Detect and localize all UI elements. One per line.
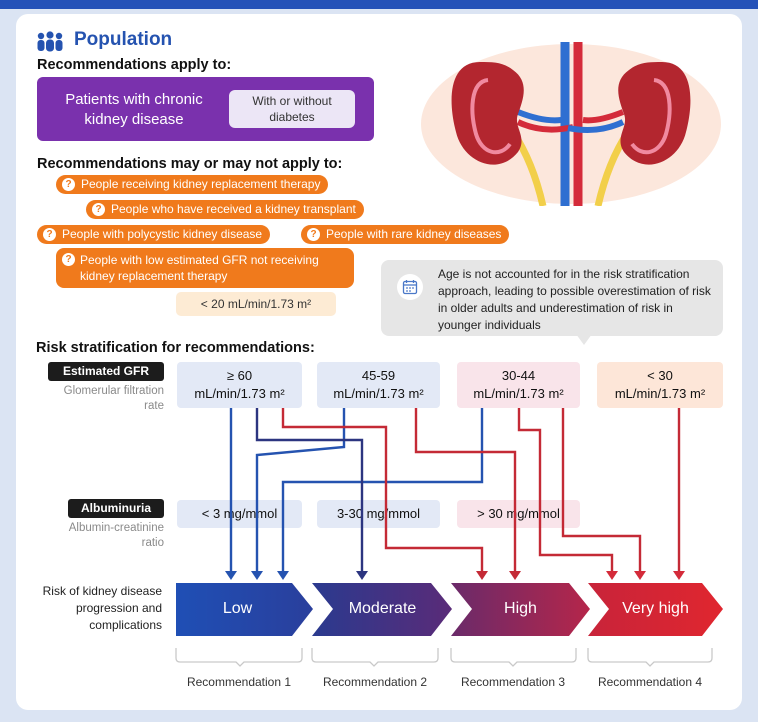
arrowhead — [251, 571, 263, 580]
low-gfr-text: People with low estimated GFR not receiv… — [80, 253, 319, 283]
may-apply-item-text: People with rare kidney diseases — [326, 227, 502, 241]
applies-main-text: Patients with chronic kidney disease — [65, 91, 203, 128]
diabetes-pill: With or without diabetes — [229, 90, 355, 128]
albuminuria-badge: Albuminuria — [68, 499, 164, 518]
chevron-high — [451, 583, 590, 636]
egfr-category: ≥ 60 mL/min/1.73 m² — [177, 362, 302, 408]
alb-category: < 3 mg/mmol — [177, 500, 302, 528]
connector-egfr30-low — [281, 408, 484, 572]
chevron-low — [176, 583, 313, 636]
risk-level-low: Low — [222, 600, 253, 617]
egfr-category-text: 30-44 mL/min/1.73 m² — [473, 368, 564, 401]
risk-heading: Risk stratification for recommendations: — [36, 340, 315, 356]
diabetes-pill-text: With or without diabetes — [252, 94, 332, 124]
connector-egfr30b-veryhigh — [561, 408, 642, 572]
egfr-category-text: 45-59 mL/min/1.73 m² — [333, 368, 424, 401]
may-apply-item-text: People receiving kidney replacement ther… — [81, 177, 321, 191]
bracket — [450, 648, 577, 667]
arrowhead — [634, 571, 646, 580]
may-apply-item: ? People who have received a kidney trans… — [86, 200, 364, 219]
age-note-box — [381, 260, 723, 336]
question-icon: ? — [62, 253, 75, 266]
risk-level-very-high: Very high — [622, 600, 689, 617]
chevron-moderate — [312, 583, 452, 636]
question-icon: ? — [43, 228, 56, 241]
bracket — [311, 648, 439, 667]
arrowhead — [277, 571, 289, 580]
may-apply-item: ? People with polycystic kidney disease — [37, 225, 271, 244]
may-apply-item-text: People with polycystic kidney disease — [62, 227, 263, 241]
egfr-category-text: < 30 mL/min/1.73 m² — [614, 368, 706, 401]
may-apply-item-text: People who have received a kidney transp… — [111, 202, 356, 216]
calendar-icon — [397, 274, 423, 300]
arrowhead — [356, 571, 368, 580]
recommendation-label: Recommendation 1 — [186, 675, 292, 689]
connector-egfr60-moderate — [255, 408, 364, 572]
applies-heading: Recommendations apply to: — [37, 57, 232, 73]
age-note-text: Age is not accounted for in the risk str… — [438, 267, 711, 332]
bracket — [175, 648, 303, 667]
people-icon — [37, 31, 63, 52]
alb-category: 3-30 mg/mmol — [317, 500, 440, 528]
risk-level-moderate: Moderate — [348, 600, 417, 617]
egfr-subtitle: Glomerular filtration rate — [63, 385, 164, 412]
gfr-threshold-badge: < 20 mL/min/1.73 m² — [176, 292, 336, 316]
question-icon: ? — [62, 178, 75, 191]
arrowhead — [606, 571, 618, 580]
egfr-category: < 30 mL/min/1.73 m² — [597, 362, 723, 408]
albuminuria-subtitle: Albumin-creatinine ratio — [68, 522, 164, 549]
recommendation-label: Recommendation 3 — [460, 675, 566, 689]
arrowhead — [225, 571, 237, 580]
connector-egfr30-veryhigh — [517, 408, 614, 572]
arrowhead — [673, 571, 685, 580]
may-apply-item: ? People with rare kidney diseases — [301, 225, 510, 244]
kidney-illustration — [421, 42, 721, 206]
may-apply-heading: Recommendations may or may not apply to: — [37, 156, 343, 172]
egfr-category: 45-59 mL/min/1.73 m² — [317, 362, 440, 408]
recommendation-label: Recommendation 2 — [322, 675, 428, 689]
recommendation-label: Recommendation 4 — [597, 675, 703, 689]
risk-level-high: High — [504, 600, 537, 617]
arrowhead — [476, 571, 488, 580]
note-pointer — [576, 334, 592, 345]
connector-egfr60-high — [281, 408, 484, 572]
may-apply-item: ? People receiving kidney replacement the… — [56, 175, 329, 194]
page-title: Population — [74, 29, 173, 50]
question-icon: ? — [92, 203, 105, 216]
arrowhead — [509, 571, 521, 580]
risk-outcome-label: Risk of kidney disease progression and c… — [42, 584, 162, 632]
bracket — [587, 648, 713, 667]
egfr-category-text: ≥ 60 mL/min/1.73 m² — [194, 368, 285, 401]
question-icon: ? — [307, 228, 320, 241]
egfr-category: 30-44 mL/min/1.73 m² — [457, 362, 580, 408]
low-gfr-box: ? People with low estimated GFR not rece… — [56, 248, 354, 288]
connector-egfr45-high — [414, 408, 517, 572]
chevron-very-high — [588, 583, 723, 636]
egfr-badge: Estimated GFR — [48, 362, 164, 381]
top-accent-bar — [0, 0, 758, 9]
